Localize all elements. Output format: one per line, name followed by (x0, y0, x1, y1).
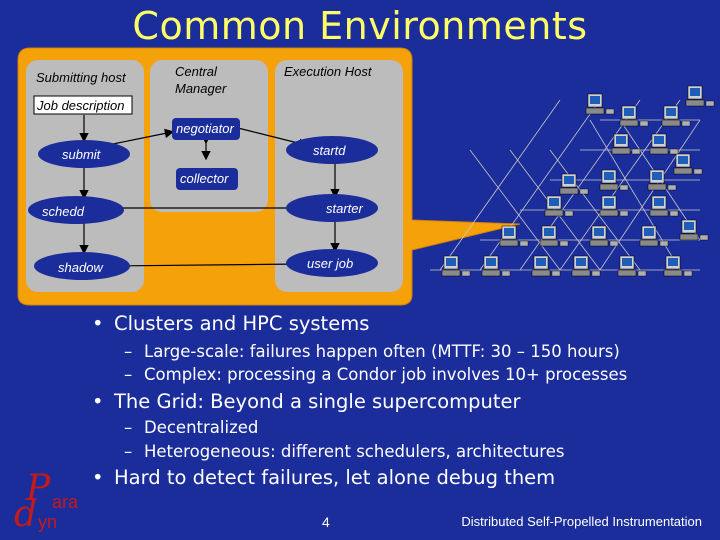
submitting-host-label: Submitting host (36, 70, 127, 85)
collector-node: collector (176, 168, 238, 190)
paradyn-logo: P ara d yn (6, 468, 86, 535)
logo-text-ara: ara (52, 492, 79, 512)
central-manager-label-1: Central (175, 64, 218, 79)
cluster-computers (441, 85, 715, 277)
logo-letter-p: P (26, 468, 51, 509)
schedd-node: schedd (28, 196, 124, 224)
startd-label: startd (313, 143, 346, 158)
collector-label: collector (180, 171, 229, 186)
slide-title: Common Environments (132, 4, 588, 48)
negotiator-label: negotiator (176, 121, 234, 136)
startd-node: startd (286, 136, 378, 164)
submitting-host-panel (26, 60, 144, 292)
starter-label: starter (326, 201, 364, 216)
shadow-label: shadow (58, 260, 104, 275)
user-job-node: user job (286, 249, 378, 277)
logo-text-yn: yn (38, 512, 58, 532)
job-description-label: Job description (36, 98, 124, 113)
sub-bullet-item: Complex: processing a Condor job involve… (124, 365, 627, 384)
bullet-item: Clusters and HPC systems (92, 312, 369, 335)
execution-host-label: Execution Host (284, 64, 373, 79)
submit-node: submit (38, 140, 130, 168)
user-job-label: user job (307, 256, 353, 271)
sub-bullet-item: Decentralized (124, 418, 258, 437)
central-manager-label-2: Manager (175, 81, 227, 96)
page-number: 4 (322, 514, 330, 530)
starter-node: starter (286, 194, 378, 222)
arrow-shadow-userjob (102, 259, 303, 271)
sub-bullet-item: Heterogeneous: different schedulers, arc… (124, 442, 564, 461)
footer-text: Distributed Self-Propelled Instrumentati… (461, 514, 702, 529)
shadow-node: shadow (34, 252, 130, 280)
execution-host-panel (275, 60, 403, 292)
job-description-box (33, 95, 133, 115)
negotiator-node: negotiator (172, 118, 240, 140)
sub-bullet-item: Large-scale: failures happen often (MTTF… (124, 342, 620, 361)
schedd-label: schedd (42, 204, 85, 219)
logo-letter-d: d (14, 494, 38, 535)
bullet-item: Hard to detect failures, let alone debug… (92, 466, 555, 489)
bullet-item: The Grid: Beyond a single supercomputer (92, 390, 521, 413)
arrow-submit-negotiator (107, 128, 175, 146)
submit-label: submit (62, 147, 102, 162)
